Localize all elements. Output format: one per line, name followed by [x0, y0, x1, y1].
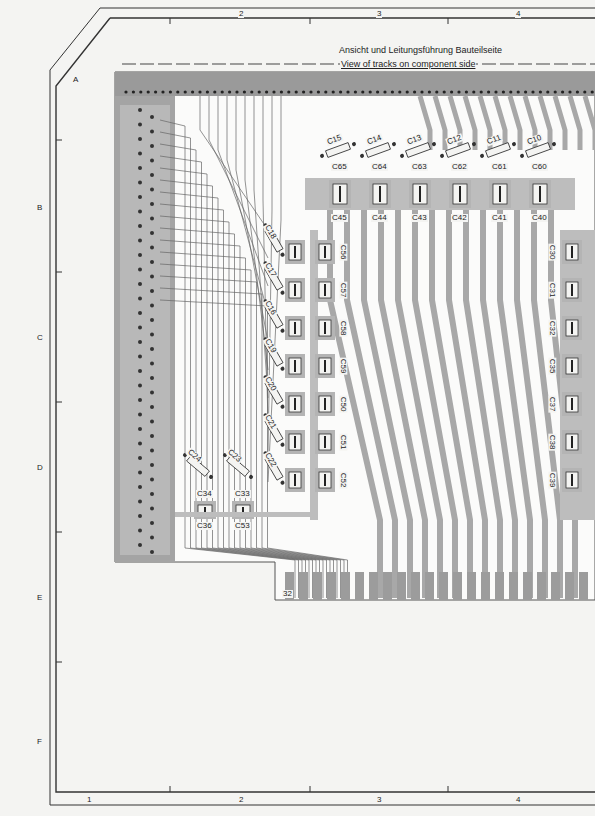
part-label: C60 [531, 163, 548, 171]
sheet-edge [50, 8, 595, 805]
tracks [160, 96, 595, 598]
grid-mark: 1 [86, 796, 92, 804]
part-label: C45 [331, 214, 348, 222]
part-label: C35 [548, 358, 556, 375]
grid-mark: E [36, 594, 43, 602]
grid-mark: B [36, 204, 43, 212]
part-label: C53 [234, 522, 251, 530]
part-label: C36 [196, 522, 213, 530]
part-label: C31 [548, 282, 556, 299]
part-label: C61 [491, 163, 508, 171]
part-label: C58 [339, 320, 347, 337]
part-label: C56 [339, 244, 347, 261]
connector-pins [124, 90, 593, 93]
part-label: C63 [411, 163, 428, 171]
board [115, 64, 595, 600]
subtitle: View of tracks on component side [340, 60, 476, 69]
grid-mark: D [36, 464, 44, 472]
part-label: C62 [451, 163, 468, 171]
part-label: C33 [234, 490, 251, 498]
part-label: C32 [548, 320, 556, 337]
grid-mark: 4 [515, 796, 521, 804]
part-label: C30 [548, 244, 556, 261]
part-label: C39 [548, 472, 556, 489]
part-label: C52 [339, 472, 347, 489]
part-label: C42 [451, 214, 468, 222]
grid-mark: 3 [376, 10, 382, 18]
grid-mark: F [36, 738, 43, 746]
edge-pins [138, 108, 154, 554]
grid-mark: A [72, 76, 79, 84]
part-label: C41 [491, 214, 508, 222]
title: Ansicht und Leitungsführung Bauteilseite [338, 46, 503, 55]
part-label: C65 [331, 163, 348, 171]
grid-mark: C [36, 334, 44, 342]
part-label: C51 [339, 434, 347, 451]
edge-connector [115, 96, 175, 562]
part-label: C44 [371, 214, 388, 222]
grid-mark: 3 [376, 796, 382, 804]
part-label: C37 [548, 396, 556, 413]
grid-mark: 4 [515, 10, 521, 18]
grid-mark: 2 [238, 10, 244, 18]
drawing-frame [56, 18, 595, 792]
components [175, 140, 595, 600]
part-label: C40 [531, 214, 548, 222]
part-label: C38 [548, 434, 556, 451]
part-label: C64 [371, 163, 388, 171]
part-label: C50 [339, 396, 347, 413]
part-label: C43 [411, 214, 428, 222]
grid-mark: 32 [282, 590, 293, 598]
part-label: C59 [339, 358, 347, 375]
top-connector [115, 72, 595, 96]
grid-mark: 2 [238, 796, 244, 804]
part-label: C34 [196, 490, 213, 498]
part-label: C57 [339, 282, 347, 299]
